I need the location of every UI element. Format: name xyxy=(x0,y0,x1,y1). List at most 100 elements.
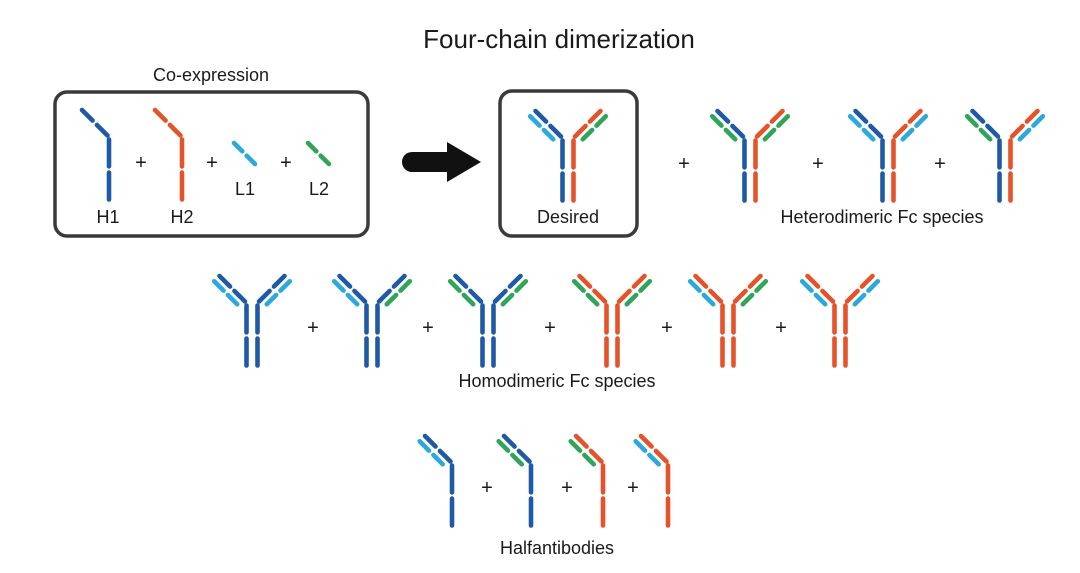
desired-antibody xyxy=(527,108,609,203)
halfantibody xyxy=(568,433,606,528)
heavy-chain-h2-arm-segment xyxy=(587,108,603,124)
light-chain-l2-segment xyxy=(964,114,979,128)
light-chain-l2-segment xyxy=(305,140,319,154)
heavy-chain-h2-arm-segment xyxy=(572,123,588,139)
antibody xyxy=(799,273,881,368)
antibody xyxy=(211,273,293,368)
light-chain-l2-segment xyxy=(762,127,777,142)
light-chain-l2 xyxy=(305,140,332,167)
heavy-chain-h2-arm-segment xyxy=(844,288,860,304)
light-chain-l1-segment xyxy=(914,114,929,128)
plus-sign: + xyxy=(934,153,946,175)
light-chain-l2-segment xyxy=(754,279,769,293)
heavy-chain-h2-arm-segment xyxy=(616,288,632,304)
light-chain-l2-segment xyxy=(585,292,600,307)
light-chain-l1-segment xyxy=(687,279,702,293)
desired-box xyxy=(498,89,639,238)
antibody xyxy=(964,108,1046,203)
heavy-chain-h2-arm-segment xyxy=(820,288,836,304)
light-chain-l1-segment xyxy=(701,292,716,307)
heavy-chain-h2-arm-segment xyxy=(577,273,593,289)
light-chain-l2-segment xyxy=(594,114,609,128)
light-chain-l1-segment xyxy=(331,279,346,293)
light-chain-l2-segment xyxy=(510,452,524,467)
halfantibodies-label: Halfantibodies xyxy=(500,538,614,558)
halfantibody xyxy=(633,433,671,528)
heavy-chain-h1-arm-segment xyxy=(507,273,523,289)
light-chain-l2-segment xyxy=(568,439,583,453)
heavy-chain-h2-arm-segment xyxy=(573,433,589,449)
antibody xyxy=(571,273,653,368)
light-chain-l1-segment xyxy=(813,292,828,307)
heavy-chain-h2-arm-segment xyxy=(805,273,821,289)
light-chain-l2-segment xyxy=(398,279,413,293)
light-chain-l1-segment xyxy=(225,292,240,307)
halfantibody xyxy=(417,433,455,528)
heavy-chain-h1-arm-segment xyxy=(868,123,884,139)
heavy-chain-h1-arm-segment xyxy=(232,288,248,304)
light-chain-l1-segment xyxy=(1017,127,1032,142)
light-chain-l1-segment xyxy=(541,127,556,142)
halfantibody xyxy=(496,433,534,528)
heavy-chain-h2-arm-segment xyxy=(638,433,654,449)
heavy-chain-h1-arm-segment xyxy=(271,273,287,289)
light-chain-l1-segment xyxy=(244,153,258,167)
heavy-chain-h2-arm-segment xyxy=(1024,108,1040,124)
desired-label: Desired xyxy=(537,207,599,227)
light-chain-l1-segment xyxy=(866,279,881,293)
heavy-chain-h2-arm-segment xyxy=(754,123,770,139)
plus-sign: + xyxy=(561,477,573,499)
heavy-chain-h2-arm-segment xyxy=(708,288,724,304)
heavy-chain-h2-arm-segment xyxy=(693,273,709,289)
plus-sign: + xyxy=(206,152,218,174)
heavy-chain-h1-arm-segment xyxy=(217,273,233,289)
heavy-chain-h1-arm-segment xyxy=(468,288,484,304)
light-chain-l2-segment xyxy=(740,292,755,307)
antibody xyxy=(687,273,769,368)
heavy-chain-h1-arm-segment xyxy=(516,448,532,464)
plus-sign: + xyxy=(678,153,690,175)
light-chain-l2-segment xyxy=(580,127,595,142)
plus-sign: + xyxy=(307,317,319,339)
antibody xyxy=(331,273,413,368)
heavy-chain-h1-arm-segment xyxy=(715,108,731,124)
light-chain-l1-segment xyxy=(417,439,432,453)
heavy-chain-h2-arm-segment xyxy=(588,448,604,464)
heterodimeric-species xyxy=(709,108,1046,203)
heavy-chain-h1-arm-segment xyxy=(422,433,438,449)
plus-sign: + xyxy=(661,317,673,339)
heavy-chain-h1-arm-segment xyxy=(970,108,986,124)
heavy-chain-h2-arm-segment xyxy=(892,123,908,139)
antibody xyxy=(447,273,529,368)
right-arrow-icon xyxy=(402,142,481,182)
chain-label-l2: L2 xyxy=(309,179,329,199)
heavy-chain-h1-arm-segment xyxy=(437,448,453,464)
chain-label-h2: H2 xyxy=(170,207,193,227)
homodimeric-species xyxy=(211,273,881,368)
heavy-chain-h2-arm-segment xyxy=(1009,123,1025,139)
light-chain-l1-segment xyxy=(211,279,226,293)
plus-sign: + xyxy=(481,477,493,499)
light-chain-l2-segment xyxy=(318,153,332,167)
light-chain-l1 xyxy=(231,140,258,167)
heavy-chain-h1-arm-segment xyxy=(453,273,469,289)
chain-label-l1: L1 xyxy=(235,179,255,199)
coexpression-label: Co-expression xyxy=(153,65,269,85)
coexpression-chains xyxy=(79,107,332,202)
plus-sign: + xyxy=(544,317,556,339)
light-chain-l2-segment xyxy=(582,452,596,467)
light-chain-l2-segment xyxy=(624,292,639,307)
antibody xyxy=(847,108,929,203)
light-chain-l1-segment xyxy=(647,452,661,467)
heterodimeric-label: Heterodimeric Fc species xyxy=(780,207,983,227)
heavy-chain-h1-arm-segment xyxy=(548,123,564,139)
heavy-chain-h1-arm-segment xyxy=(985,123,1001,139)
light-chain-l1-segment xyxy=(231,140,245,154)
light-chain-l2-segment xyxy=(384,292,399,307)
heavy-chain-h2-arm-segment xyxy=(631,273,647,289)
light-chain-l2-segment xyxy=(571,279,586,293)
heavy-chain-h2-arm-segment xyxy=(592,288,608,304)
heavy-chain-h1-arm-segment xyxy=(853,108,869,124)
heavy-chain-h1 xyxy=(79,107,112,202)
